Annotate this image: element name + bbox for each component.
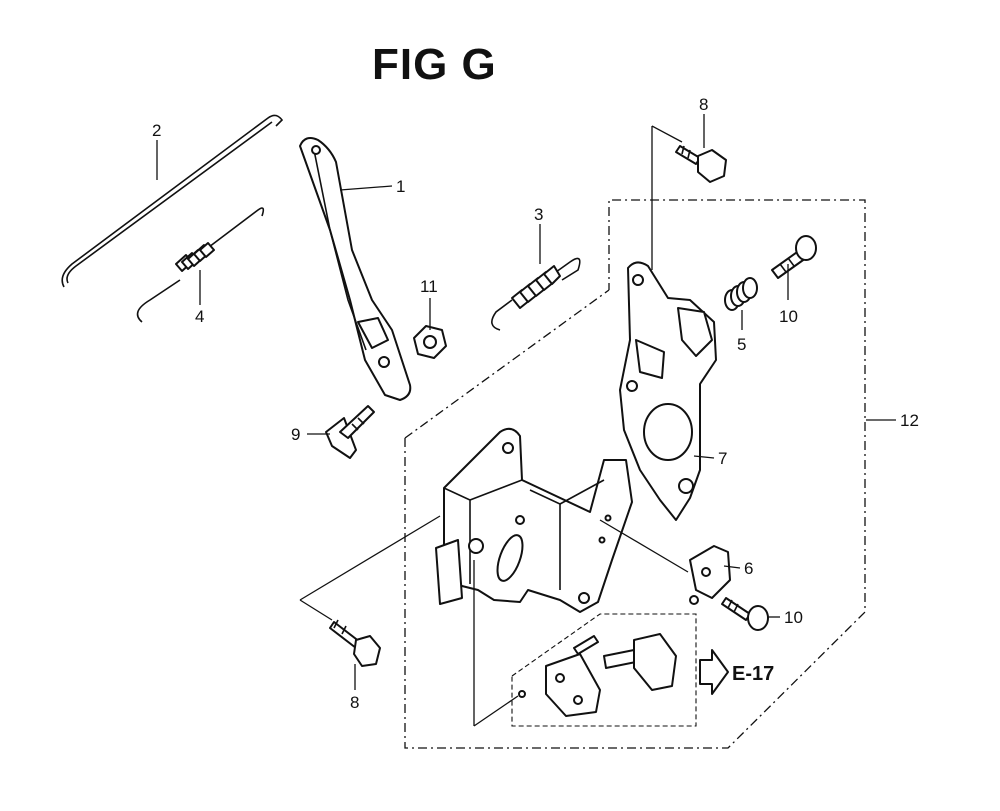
part-2-rod — [61, 114, 284, 288]
callout-6: 6 — [744, 559, 753, 578]
leader-lines — [156, 114, 896, 690]
main-bracket — [435, 427, 633, 613]
callout-8-bottom: 8 — [350, 693, 359, 712]
part-7-control-plate — [619, 261, 717, 521]
callout-7: 7 — [718, 449, 727, 468]
part-1-lever — [299, 137, 412, 401]
callout-9: 9 — [291, 425, 300, 444]
callout-3: 3 — [534, 205, 543, 224]
callout-10-bottom: 10 — [784, 608, 803, 627]
callout-11: 11 — [420, 277, 438, 296]
callout-numbers: 2 1 3 4 5 6 7 8 8 9 10 10 11 12 — [152, 95, 919, 712]
callout-1: 1 — [396, 177, 405, 196]
part-9-bolt — [325, 405, 375, 459]
figure-title: FIG G — [372, 40, 497, 89]
part-10-bottom-screw — [721, 597, 769, 631]
callout-8-top: 8 — [699, 95, 708, 114]
callout-4: 4 — [195, 307, 204, 326]
part-5-spring — [724, 277, 758, 311]
part-4-spring — [136, 207, 265, 323]
part-8-top-bolt — [651, 125, 727, 183]
part-6-clip — [689, 545, 731, 605]
reference-arrow-e17[interactable]: E-17 — [699, 649, 774, 695]
part-11-nut — [413, 325, 447, 359]
part-8-bottom-bolt — [299, 515, 441, 667]
sub-assembly-detail — [473, 560, 697, 727]
assembly-boundary-12 — [404, 199, 866, 749]
callout-2: 2 — [152, 121, 161, 140]
part-10-top-screw — [771, 235, 817, 279]
callout-5: 5 — [737, 335, 746, 354]
callout-10-top: 10 — [779, 307, 798, 326]
part-3-spring — [491, 257, 581, 331]
reference-label: E-17 — [732, 663, 774, 685]
callout-12: 12 — [900, 411, 919, 430]
